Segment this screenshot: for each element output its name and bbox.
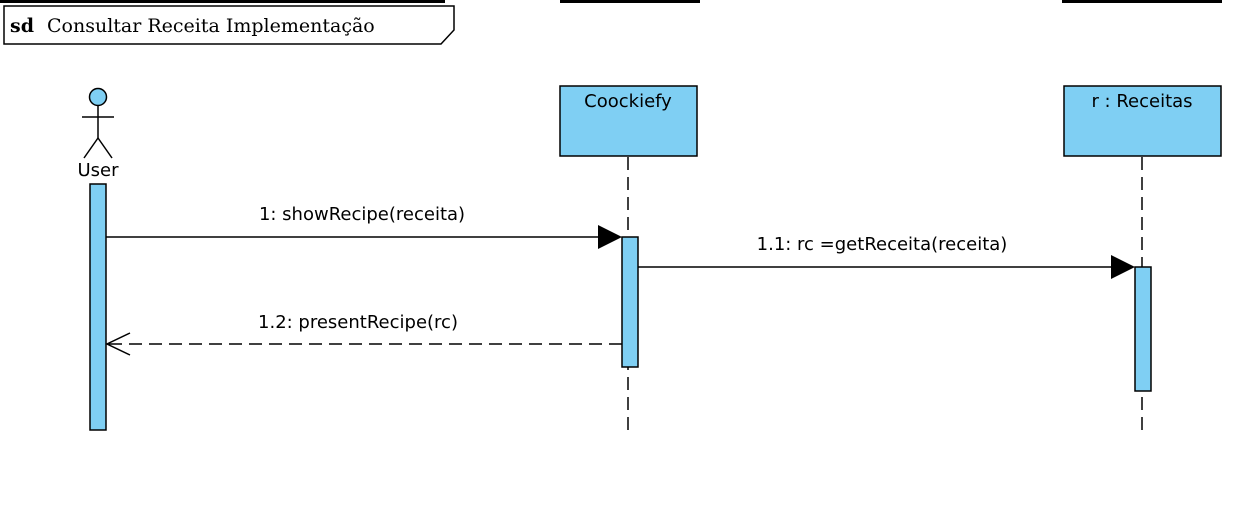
lifeline-coockiefy: Coockiefy xyxy=(559,85,698,435)
lifeline-receitas-label: r : Receitas xyxy=(1091,91,1192,112)
actor-leg-left xyxy=(83,137,99,159)
lifeline-receitas-head xyxy=(1063,85,1222,157)
message-show-recipe: 1: showRecipe(receita) xyxy=(106,204,622,249)
message-show-recipe-label: 1: showRecipe(receita) xyxy=(259,204,465,225)
frame-top-border xyxy=(0,0,1260,4)
message-show-recipe-arrowhead xyxy=(598,225,622,249)
lifeline-coockiefy-label: Coockiefy xyxy=(584,91,672,112)
actor-head xyxy=(88,87,108,107)
frame-kind: sd xyxy=(10,15,34,37)
actor-user: User xyxy=(77,87,119,181)
message-present-recipe: 1.2: presentRecipe(rc) xyxy=(105,312,622,356)
lifeline-coockiefy-head xyxy=(559,85,698,157)
actor-leg-right xyxy=(97,137,113,159)
activation-receitas xyxy=(1134,266,1152,392)
message-present-recipe-label: 1.2: presentRecipe(rc) xyxy=(258,312,458,333)
message-get-receita-label: 1.1: rc =getReceita(receita) xyxy=(757,234,1008,255)
message-get-receita-arrowhead xyxy=(1111,255,1135,279)
actor-label: User xyxy=(77,160,119,181)
activation-coockiefy xyxy=(621,236,639,368)
activation-user xyxy=(89,183,107,431)
lifeline-receitas: r : Receitas xyxy=(1063,85,1222,435)
message-present-recipe-arrowhead xyxy=(105,332,131,356)
frame-tag: sd Consultar Receita Implementação xyxy=(3,5,455,45)
message-get-receita: 1.1: rc =getReceita(receita) xyxy=(638,234,1135,279)
frame-title: Consultar Receita Implementação xyxy=(47,15,375,37)
